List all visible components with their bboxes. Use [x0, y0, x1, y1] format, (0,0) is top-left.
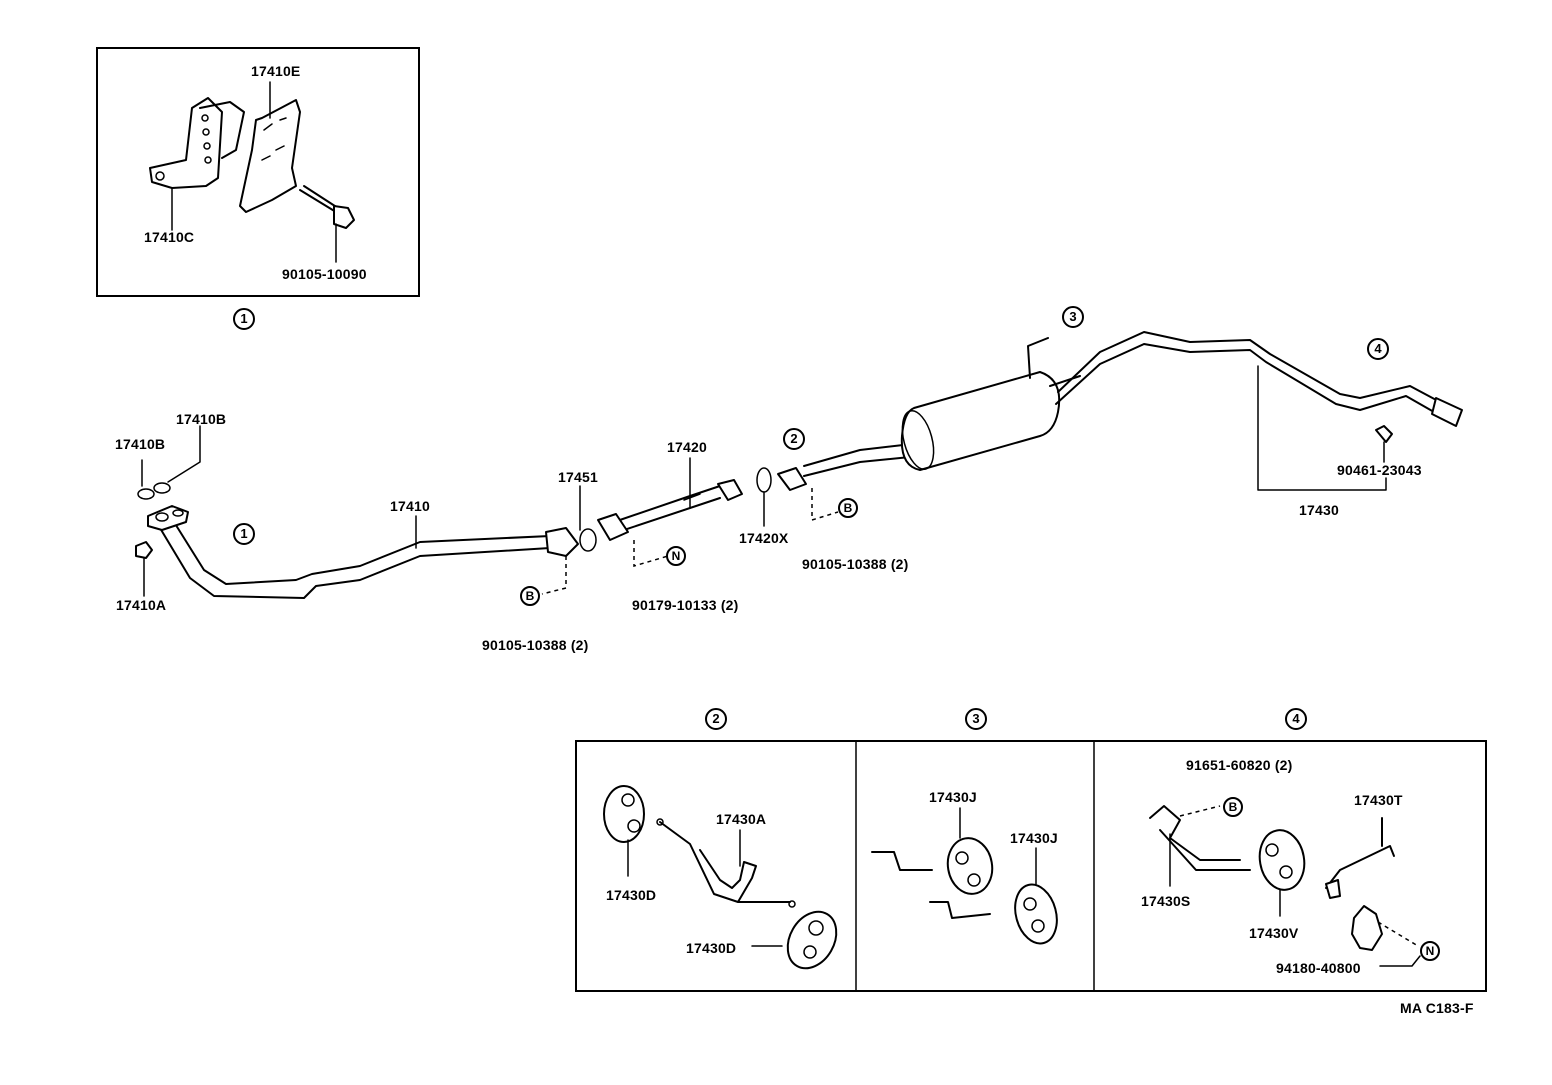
nut-17410a-drawing [135, 541, 153, 559]
bracket-17410e-drawing [239, 99, 301, 213]
front-pipe-drawing [159, 527, 551, 599]
clamp-90461-drawing [1375, 425, 1393, 443]
marker-n-main: N [666, 546, 686, 566]
ref-circle-1-front-pipe: 1 [233, 523, 255, 545]
ref-circle-1-inset: 1 [233, 308, 255, 330]
label-17410: 17410 [390, 498, 430, 514]
label-17430v: 17430V [1249, 925, 1299, 941]
marker-b-mid: B [838, 498, 858, 518]
label-17410e: 17410E [251, 63, 301, 79]
label-90105-10090: 90105-10090 [282, 266, 367, 282]
gasket-17410b-drawing [137, 488, 155, 500]
label-17451: 17451 [558, 469, 598, 485]
label-17410a: 17410A [116, 597, 167, 613]
label-17430j-1: 17430J [929, 789, 977, 805]
ref-circle-3: 3 [1062, 306, 1084, 328]
label-90179-10133: 90179-10133 (2) [632, 597, 739, 613]
center-pipe-drawing [611, 485, 721, 535]
label-17430s: 17430S [1141, 893, 1191, 909]
inset-1-box [96, 47, 420, 297]
hanger-panels-box [575, 740, 1487, 992]
bracket-17430s-drawing [1149, 805, 1251, 871]
hanger-rod-2-drawing [929, 901, 991, 919]
bracket-17410c-drawing [149, 97, 245, 189]
ref-circle-4: 4 [1367, 338, 1389, 360]
label-17430a: 17430A [716, 811, 767, 827]
mount-17430j-1-drawing [946, 837, 994, 895]
mount-17430v-drawing [1258, 829, 1306, 891]
label-17430d-lower: 17430D [686, 940, 737, 956]
hanger-17430a-drawing [659, 821, 791, 903]
label-91651-60820: 91651-60820 (2) [1186, 757, 1293, 773]
label-17420x: 17420X [739, 530, 789, 546]
label-17430d-upper: 17430D [606, 887, 657, 903]
gasket-17451-drawing [579, 528, 597, 552]
ref-circle-4-panel: 4 [1285, 708, 1307, 730]
mount-17430j-2-drawing [1014, 883, 1058, 945]
label-90105-10388-left: 90105-10388 (2) [482, 637, 589, 653]
bracket-17430t-drawing [1325, 817, 1395, 889]
label-94180-40800: 94180-40800 [1276, 960, 1361, 976]
mount-17430d-1-drawing [603, 785, 645, 843]
mount-17430d-2-drawing [786, 910, 838, 970]
marker-b-panel: B [1223, 797, 1243, 817]
ref-circle-3-panel: 3 [965, 708, 987, 730]
ref-circle-2: 2 [783, 428, 805, 450]
label-17430j-2: 17430J [1010, 830, 1058, 846]
label-17410b-upper: 17410B [176, 411, 227, 427]
label-17430t: 17430T [1354, 792, 1403, 808]
gasket-17420x-drawing [756, 467, 772, 493]
label-17410c: 17410C [144, 229, 195, 245]
label-90461-23043: 90461-23043 [1337, 462, 1422, 478]
hanger-rod-1-drawing [871, 851, 933, 871]
figure-code: MA C183-F [1400, 1000, 1474, 1016]
label-17410b-lower: 17410B [115, 436, 166, 452]
marker-n-panel: N [1420, 941, 1440, 961]
ref-circle-2-panel: 2 [705, 708, 727, 730]
marker-b-left: B [520, 586, 540, 606]
label-17420: 17420 [667, 439, 707, 455]
bolt-90105-10090-drawing [299, 185, 339, 213]
label-17430: 17430 [1299, 502, 1339, 518]
label-90105-10388-mid: 90105-10388 (2) [802, 556, 909, 572]
